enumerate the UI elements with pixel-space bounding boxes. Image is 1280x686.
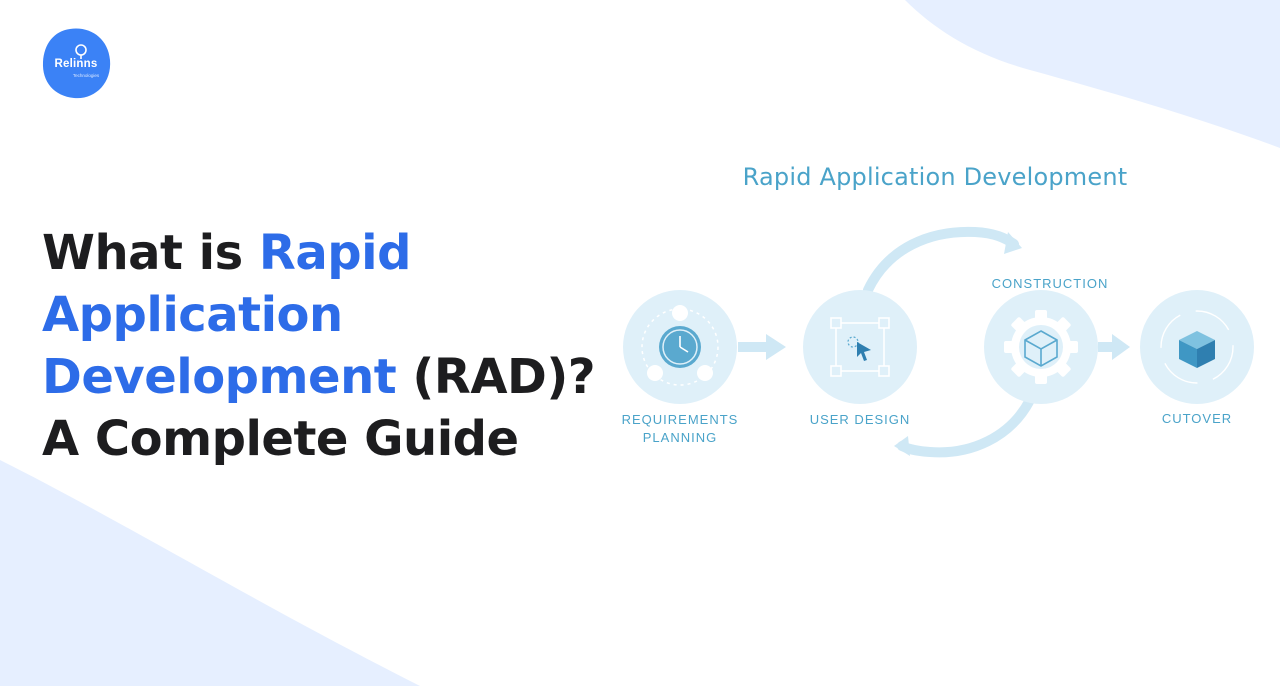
stage-requirements-planning [623, 290, 737, 404]
stage-label-construction: CONSTRUCTION [975, 275, 1125, 293]
stage-label-line: REQUIREMENTS [621, 412, 739, 427]
title-part-5: (RAD)? [396, 349, 596, 405]
stage-label-cutover: CUTOVER [1137, 410, 1257, 428]
cube-cycle-icon [1160, 310, 1234, 384]
diagram-title: Rapid Application Development [742, 163, 1128, 191]
stage-label-line: CUTOVER [1161, 411, 1233, 426]
page-title: What is Rapid Application Development (R… [42, 222, 622, 470]
iteration-arrow-bottom [894, 395, 1035, 458]
logo-blob [42, 28, 111, 99]
stage-label-user-design: USER DESIGN [790, 411, 930, 429]
stage-construction [984, 290, 1098, 404]
stage-label-line: USER DESIGN [809, 412, 911, 427]
stage-label-requirements-planning: REQUIREMENTS PLANNING [605, 411, 755, 447]
arrow-planning-to-design [738, 334, 786, 360]
cursor-select-icon [830, 317, 890, 377]
stage-label-line: CONSTRUCTION [991, 276, 1109, 291]
title-part-6: A Complete Guide [42, 411, 519, 467]
arrow-construction-to-cutover [1098, 334, 1130, 360]
stage-cutover [1140, 290, 1254, 404]
clock-icon [659, 326, 701, 368]
title-part-1: What is [42, 225, 259, 281]
stage-user-design [803, 290, 917, 404]
lightbulb-icon [75, 44, 87, 59]
brand-tagline: Technologies [72, 73, 100, 78]
iteration-arrow-top [863, 226, 1022, 295]
stage-label-line: PLANNING [642, 430, 718, 445]
gear-cube-icon [1004, 310, 1078, 384]
brand-logo[interactable]: Relinns Technologies [40, 26, 112, 102]
title-highlight-1: Rapid [258, 225, 412, 281]
title-highlight-2: Application [42, 287, 343, 343]
brand-name: Relinns [54, 58, 98, 70]
title-highlight-3: Development [42, 349, 397, 405]
